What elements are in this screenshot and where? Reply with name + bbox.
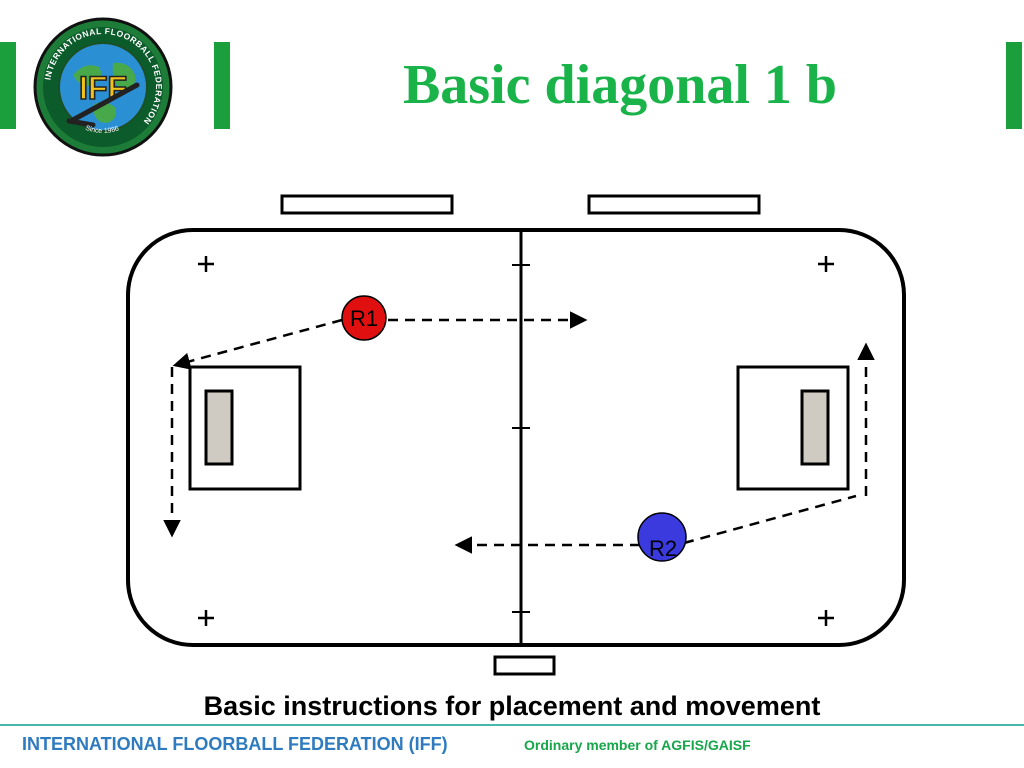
player-r1-marker [341,295,387,341]
faceoff-dot-top-right [818,256,834,272]
player-r2: R2 [637,512,687,562]
faceoff-dot-top-left [198,256,214,272]
player-r2-label: R2 [649,536,677,561]
goal-area-right [736,365,850,491]
rink-boundary [126,228,906,647]
floorball-rink-diagram: R1 R2 [126,194,906,676]
r1-diagonal-arrow [172,318,343,370]
goal-right [800,389,830,466]
logo-center-text: IFF [79,70,127,106]
svg-text:Since 1986: Since 1986 [84,125,120,135]
slide-title: Basic diagonal 1 b [402,54,838,116]
green-bar-right [1006,42,1022,129]
faceoff-dots [198,256,834,626]
r2-diagonal-line [683,494,857,545]
substitution-zone-left [280,194,454,215]
footer-membership: Ordinary member of AGFIS/GAISF [524,737,751,753]
player-r2-marker [637,512,687,562]
diagram-caption: Basic instructions for placement and mov… [203,691,821,721]
iff-logo-icon: INTERNATIONAL FLOORBALL FEDERATION IFF S… [33,17,173,157]
green-bar-left-inner [214,42,230,129]
logo-since-text: Since 1986 [84,125,120,135]
substitution-zone-right [587,194,761,215]
penalty-bench [493,655,556,676]
faceoff-dot-bottom-left [198,610,214,626]
green-bar-left-outer [0,42,16,129]
footer-org-name: INTERNATIONAL FLOORBALL FEDERATION (IFF) [22,734,448,754]
player-r1-label: R1 [350,306,378,331]
footer-divider [0,724,1024,726]
faceoff-dot-bottom-right [818,610,834,626]
goal-left [204,389,234,466]
player-r1: R1 [341,295,387,341]
